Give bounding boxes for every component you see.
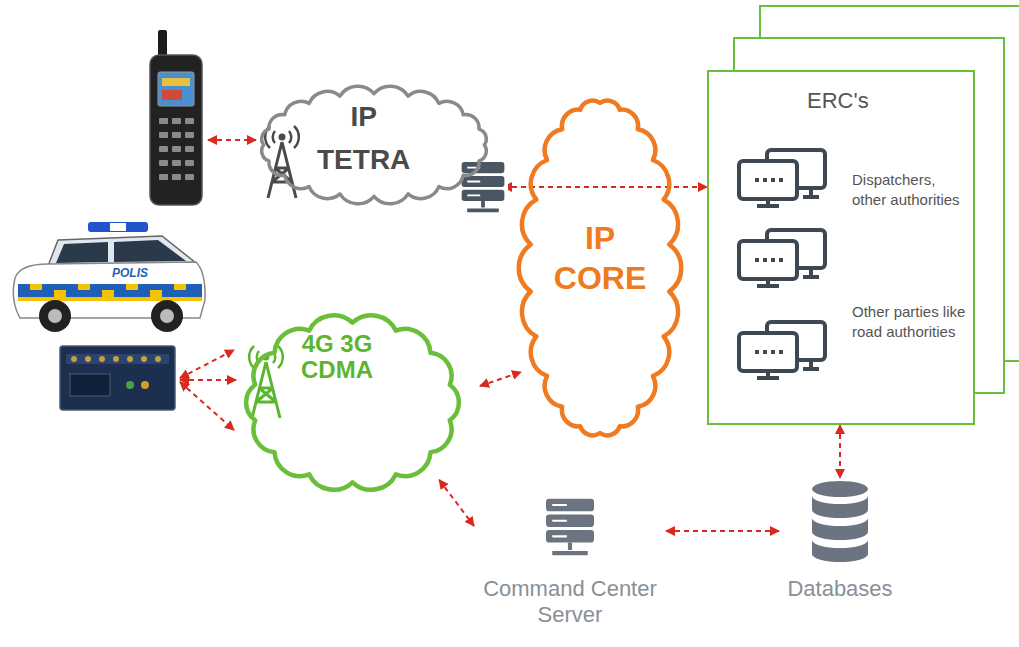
device-link [180,140,256,430]
police-car [78,284,90,290]
police-car [110,223,126,231]
police-car [30,284,186,297]
radio-handset [159,118,168,124]
police-car [56,242,108,263]
database-icon [812,481,868,562]
cloud-outline [519,101,681,436]
server-icon [546,499,594,553]
node-text: Databases [781,576,899,602]
cloud-outline [225,295,480,510]
device-link [180,379,236,381]
vehicle-modem [127,356,133,362]
radio-handset [150,55,202,205]
vehicle-modem [71,356,161,362]
radio-handset [172,160,181,166]
device-link [180,382,234,430]
radio-handset [185,132,194,138]
vehicle-modem [113,356,119,362]
radio-handset [159,160,168,166]
radio-handset [172,132,181,138]
node-text: 4G 3G CDMA [301,331,373,383]
gateway-server-icon [462,162,505,210]
erc-role-label: Other parties like road authorities [852,302,968,343]
cloud-outline [262,86,487,204]
vehicle-modem [99,356,105,362]
monitor-icons [739,150,825,378]
dashed-link [439,480,474,526]
police-car [48,236,196,266]
gateway-server-icon [458,160,508,216]
ip-core-cloud: IP CORE [505,78,695,458]
radio-handset [185,146,194,152]
erc-back-frames [707,70,975,425]
vehicle-modem [141,381,149,389]
police-car [88,222,148,232]
vehicle-modem [71,356,77,362]
vehicle-modem [85,356,91,362]
radio-handset [159,132,168,138]
monitor-icons [739,150,825,206]
cellular-cloud: 4G 3G CDMA [225,295,480,510]
device-link [208,139,256,141]
police-car [18,284,202,297]
radio-handset [158,72,194,106]
police-car [160,309,174,323]
police-car [102,290,114,297]
vehicle-modem [60,346,175,410]
police-car [174,284,186,290]
cloud-outline [246,315,459,490]
police-car [30,284,42,290]
police-car [151,300,183,332]
police-car [48,309,62,323]
radio-handset [150,30,202,205]
erc-back-frames [707,6,1019,425]
dashed-link [666,530,779,532]
node-text: IP TETRA [317,95,410,182]
radio-handset [185,160,194,166]
vehicle-modem [126,381,134,389]
monitor-icons [739,322,825,378]
radio-handset [159,146,168,152]
server-icon [546,499,594,553]
node-text: Command Center Server [476,576,664,629]
server-node: Command Center Server [474,496,666,633]
dashed-link [839,425,841,478]
device-link [180,350,234,378]
node-text: ERC's [807,88,973,114]
vehicle-modem [141,356,147,362]
node-text: IP CORE [554,218,646,298]
radio-handset [172,118,181,124]
gateway-server-icon [458,160,508,216]
vehicle-modem [70,374,110,396]
vehicle-modem [60,346,175,410]
radio-handset [185,174,194,180]
police-car [150,290,162,297]
police-car [13,222,205,332]
dashed-link [503,186,707,188]
radio-handset [159,118,194,180]
tetra-cloud: IP TETRA [245,75,503,215]
vehicle-modem [155,356,161,362]
vehicle-marking: POLIS [112,267,162,280]
radio-handset [172,174,181,180]
police-car [114,240,186,262]
police-car [18,297,202,301]
radio-handset [159,174,168,180]
police-car [126,284,138,290]
monitor-icons [739,230,825,286]
vehicle-modem [66,354,169,364]
erc-role-label: Dispatchers, other authorities [852,170,962,211]
radio-handset [162,90,182,100]
radio-handset [172,146,181,152]
erc-box: ERC's [707,70,975,425]
police-car [54,290,66,297]
database-icon [812,481,868,562]
radio-handset [162,78,190,86]
dashed-link [480,372,521,386]
police-car [39,300,71,332]
radio-handset [185,118,194,124]
database-node: Databases [779,478,901,606]
